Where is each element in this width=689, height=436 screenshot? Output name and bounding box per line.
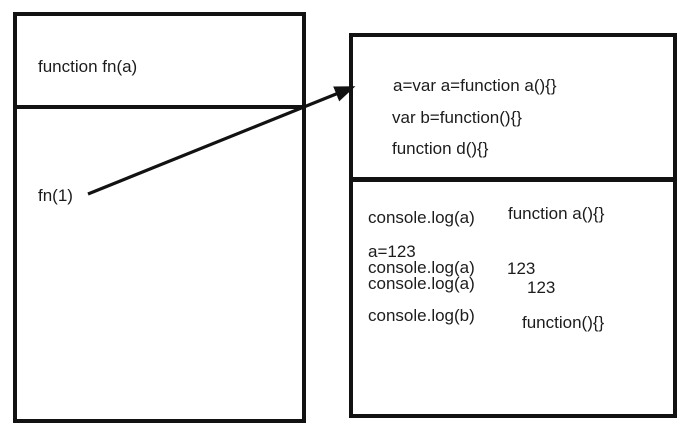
right-box-divider xyxy=(349,177,677,182)
hoisting-scope-box xyxy=(349,33,677,418)
console-log-output: function a(){} xyxy=(508,204,605,223)
console-log-output: 123 xyxy=(507,259,536,278)
function-call-label: fn(1) xyxy=(38,186,73,205)
assignment-statement: a=123 xyxy=(368,242,416,261)
hoisted-line-3: function d(){} xyxy=(392,139,489,158)
console-log-statement: console.log(a) xyxy=(368,208,475,227)
function-scope-box xyxy=(13,12,306,423)
console-log-statement: console.log(a) xyxy=(368,258,475,277)
console-log-statement: console.log(a) xyxy=(368,274,475,293)
hoisted-line-2: var b=function(){} xyxy=(392,108,522,127)
console-log-statement: console.log(b) xyxy=(368,306,475,325)
console-log-output: function(){} xyxy=(522,313,605,332)
console-log-output: 123 xyxy=(527,278,556,297)
function-declaration-label: function fn(a) xyxy=(38,57,138,76)
left-box-divider xyxy=(13,105,306,109)
hoisted-line-1: a=var a=function a(){} xyxy=(393,76,557,95)
